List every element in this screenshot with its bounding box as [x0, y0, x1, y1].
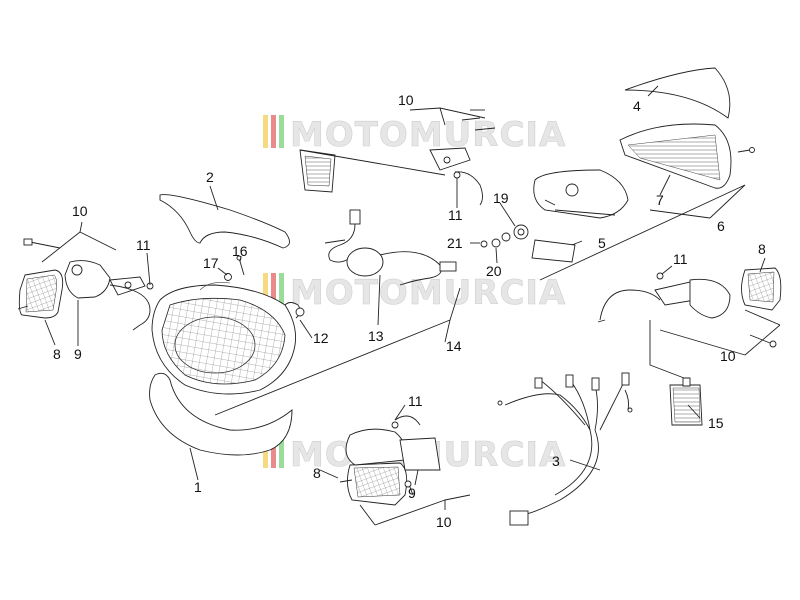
callout-11-top: 11: [448, 207, 463, 223]
part-grommet-19: [513, 224, 529, 240]
part-license-light: [531, 239, 576, 263]
callout-2: 2: [206, 169, 214, 185]
callout-15: 15: [708, 415, 724, 431]
part-rear-light-housing: [533, 169, 629, 219]
callout-4: 4: [633, 98, 641, 114]
callout-6: 6: [717, 218, 725, 234]
part-rear-reflector: [669, 377, 703, 426]
callout-11-left: 11: [136, 237, 151, 253]
part-left-turn-signal: [18, 260, 154, 331]
callout-8-left: 8: [53, 346, 61, 362]
callout-5: 5: [598, 235, 606, 251]
watermark-middle: MOTOMURCIA: [263, 273, 566, 313]
callout-10-bottom: 10: [436, 514, 452, 530]
part-headlight-assembly: [151, 282, 296, 395]
callout-numbers: 1 2 3 4 5 6 7 8 8 8 9 9 10 10 10 10 11 1…: [53, 92, 766, 530]
part-screw-left-lens: [17, 305, 29, 310]
callout-9-left: 9: [74, 346, 82, 362]
part-tail-cover-4: [624, 67, 731, 119]
callout-20: 20: [486, 263, 502, 279]
watermark-text: MOTOMURCIA: [290, 115, 566, 155]
watermark-text: MOTOMURCIA: [290, 273, 566, 313]
part-bulb-connector: [284, 302, 305, 319]
callout-10-left: 10: [72, 203, 88, 219]
part-washer-21: [480, 240, 488, 248]
callout-19: 19: [493, 190, 509, 206]
callout-10-top: 10: [398, 92, 414, 108]
watermark-top: MOTOMURCIA: [263, 115, 566, 155]
part-screw-left-top: [23, 238, 61, 249]
leader-lines: [41, 85, 781, 526]
part-headlight-upper-trim: [159, 194, 290, 249]
callout-1: 1: [194, 479, 202, 495]
callout-8-bottom: 8: [313, 465, 321, 481]
callout-17: 17: [203, 255, 219, 271]
callout-13: 13: [368, 328, 384, 344]
callout-8-right: 8: [758, 241, 766, 257]
callout-11-bottom: 11: [408, 393, 423, 409]
part-nut-20: [491, 238, 501, 248]
part-right-turn-signal: [597, 267, 782, 348]
part-screw-19-bolt: [501, 232, 511, 242]
callout-10-right: 10: [720, 348, 736, 364]
part-front-lower-trim: [149, 372, 293, 456]
part-tail-lens-7: [619, 123, 755, 189]
callout-3: 3: [552, 453, 560, 469]
callout-12: 12: [313, 330, 329, 346]
part-nut-17: [224, 273, 232, 281]
callout-9-bottom: 9: [408, 485, 416, 501]
part-bottom-turn-signal: [339, 415, 441, 506]
part-license-bracket-top: [299, 109, 496, 206]
callout-16: 16: [232, 243, 248, 259]
callout-21: 21: [447, 235, 463, 251]
part-wiring-harness: [497, 372, 633, 526]
callout-11-right: 11: [673, 251, 688, 267]
callout-14: 14: [446, 338, 462, 354]
part-headlight-wiring: [324, 209, 457, 286]
callout-7: 7: [656, 192, 664, 208]
